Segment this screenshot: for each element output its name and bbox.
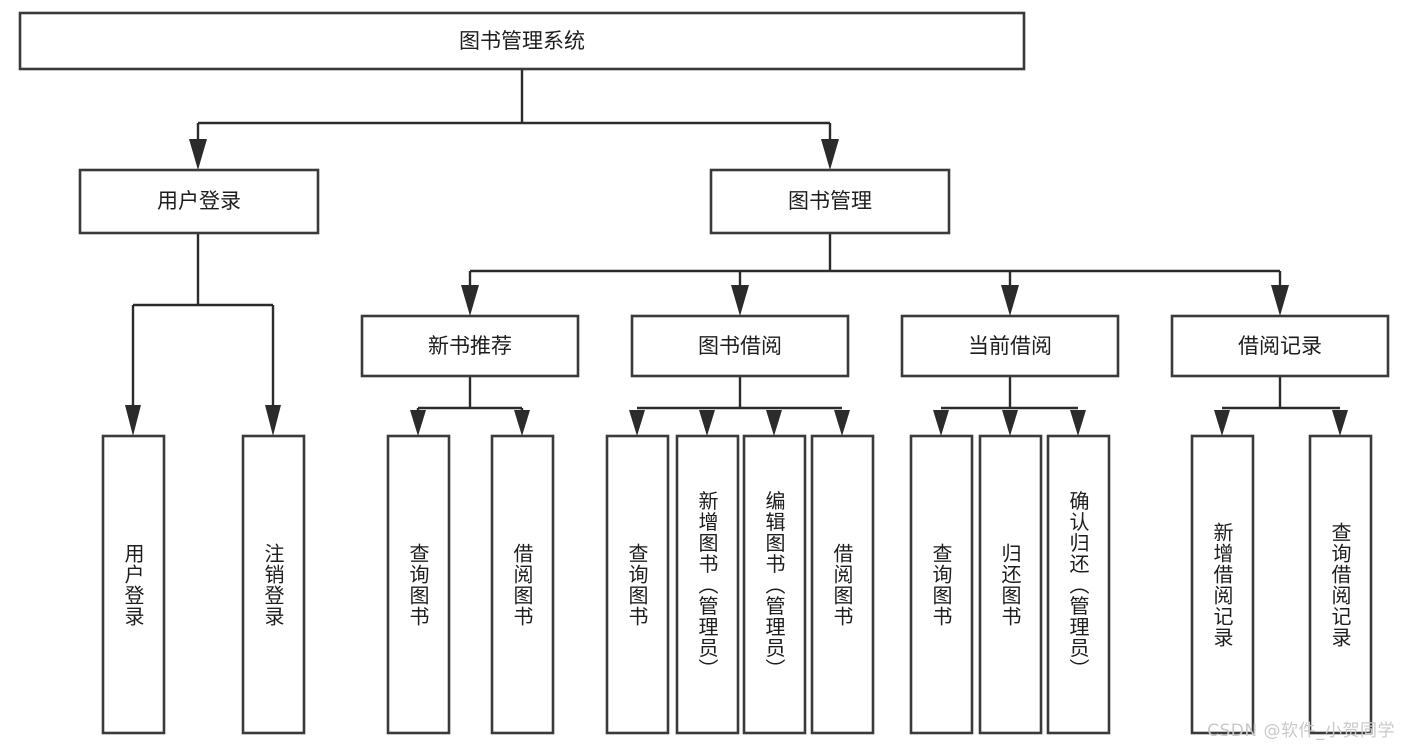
node-borrow-record-box[interactable] — [1170, 314, 1390, 378]
leaf-user-login-login-label: 用户登录 — [121, 543, 145, 627]
arrow-new-book — [461, 285, 479, 316]
leaf-new-book-query-label: 查询图书 — [406, 543, 430, 627]
node-new-book-recommend-box[interactable] — [360, 314, 580, 378]
arrow-user-login — [189, 139, 207, 170]
leaf-current-borrow-query-box[interactable] — [909, 434, 974, 735]
node-user-login-box[interactable] — [78, 168, 320, 235]
leaf-new-book-query-box[interactable] — [386, 434, 451, 735]
arrow-leaf-bb-1 — [629, 410, 645, 436]
arrow-leaf-bb-3 — [766, 410, 782, 436]
leaf-new-book-query[interactable]: 查询图书 — [386, 434, 451, 735]
node-root-system[interactable]: 图书管理系统 — [18, 11, 1026, 71]
leaf-borrow-record-query-label: 查询借阅记录 — [1328, 522, 1352, 648]
leaf-current-borrow-confirm[interactable]: 确认归还（管理员） — [1046, 434, 1111, 735]
arrow-leaf-br-2 — [1332, 410, 1348, 436]
node-new-book-recommend-label: 新书推荐 — [428, 334, 512, 358]
leaf-book-borrow-borrow-box[interactable] — [810, 434, 875, 735]
leaf-borrow-record-add-label: 新增借阅记录 — [1210, 522, 1234, 648]
arrow-leaf-br-1 — [1214, 410, 1230, 436]
leaf-book-borrow-borrow-label: 借阅图书 — [830, 543, 854, 627]
leaf-book-borrow-borrow[interactable]: 借阅图书 — [810, 434, 875, 735]
node-book-borrow-label: 图书借阅 — [698, 334, 782, 358]
node-current-borrow[interactable]: 当前借阅 — [900, 314, 1120, 378]
node-user-login-label: 用户登录 — [157, 189, 241, 213]
node-borrow-record-label: 借阅记录 — [1238, 334, 1322, 358]
leaf-book-borrow-edit[interactable]: 编辑图书（管理员） — [742, 434, 807, 735]
node-book-manage[interactable]: 图书管理 — [709, 168, 951, 235]
arrow-leaf-nb-2 — [514, 410, 530, 436]
leaf-borrow-record-query-box[interactable] — [1308, 434, 1373, 735]
leaf-new-book-borrow-box[interactable] — [490, 434, 555, 735]
leaf-book-borrow-add-label: 新增图书（管理员） — [695, 490, 719, 679]
leaf-borrow-record-query[interactable]: 查询借阅记录 — [1308, 434, 1373, 735]
csdn-watermark: CSDN @软件_小贺同学 — [1207, 721, 1395, 741]
leaf-current-borrow-return-box[interactable] — [978, 434, 1043, 735]
leaf-current-borrow-return[interactable]: 归还图书 — [978, 434, 1043, 735]
node-book-borrow-box[interactable] — [630, 314, 850, 378]
leaf-book-borrow-query-label: 查询图书 — [625, 543, 649, 627]
leaf-user-login-logout[interactable]: 注销登录 — [241, 434, 306, 735]
arrow-leaf-nb-1 — [410, 410, 426, 436]
arrow-leaf-user-login — [125, 405, 141, 436]
node-book-manage-label: 图书管理 — [788, 189, 872, 213]
node-new-book-recommend[interactable]: 新书推荐 — [360, 314, 580, 378]
leaf-book-borrow-add-box[interactable] — [675, 434, 740, 735]
leaf-current-borrow-confirm-label: 确认归还（管理员） — [1066, 490, 1090, 679]
leaf-user-login-login-box[interactable] — [101, 434, 166, 735]
node-book-borrow[interactable]: 图书借阅 — [630, 314, 850, 378]
leaf-current-borrow-query-label: 查询图书 — [929, 543, 953, 627]
arrow-book-manage — [821, 139, 839, 170]
leaf-new-book-borrow[interactable]: 借阅图书 — [490, 434, 555, 735]
leaf-user-login-logout-label: 注销登录 — [261, 543, 285, 627]
node-borrow-record[interactable]: 借阅记录 — [1170, 314, 1390, 378]
node-current-borrow-box[interactable] — [900, 314, 1120, 378]
leaf-borrow-record-add-box[interactable] — [1190, 434, 1255, 735]
arrow-leaf-logout — [265, 405, 281, 436]
node-current-borrow-label: 当前借阅 — [968, 334, 1052, 358]
leaf-book-borrow-edit-label: 编辑图书（管理员） — [762, 490, 786, 679]
arrow-leaf-bb-4 — [834, 410, 850, 436]
leaf-current-borrow-query[interactable]: 查询图书 — [909, 434, 974, 735]
leaf-user-login-logout-box[interactable] — [241, 434, 306, 735]
leaf-current-borrow-confirm-box[interactable] — [1046, 434, 1111, 735]
node-root-label: 图书管理系统 — [459, 29, 585, 53]
leaf-book-borrow-add[interactable]: 新增图书（管理员） — [675, 434, 740, 735]
arrow-current-borrow — [1001, 285, 1019, 316]
arrow-book-borrow — [731, 285, 749, 316]
node-root-box[interactable] — [18, 11, 1026, 71]
leaf-user-login-login[interactable]: 用户登录 — [101, 434, 166, 735]
node-user-login[interactable]: 用户登录 — [78, 168, 320, 235]
leaf-borrow-record-add[interactable]: 新增借阅记录 — [1190, 434, 1255, 735]
leaf-current-borrow-return-label: 归还图书 — [998, 543, 1022, 627]
connectors-group — [125, 69, 1348, 436]
leaf-book-borrow-query[interactable]: 查询图书 — [605, 434, 670, 735]
leaf-book-borrow-query-box[interactable] — [605, 434, 670, 735]
arrow-leaf-bb-2 — [699, 410, 715, 436]
leaf-new-book-borrow-label: 借阅图书 — [510, 543, 534, 627]
arrow-leaf-cb-3 — [1070, 410, 1086, 436]
arrow-borrow-record — [1271, 285, 1289, 316]
arrow-leaf-cb-2 — [1002, 410, 1018, 436]
leaf-book-borrow-edit-box[interactable] — [742, 434, 807, 735]
node-book-manage-box[interactable] — [709, 168, 951, 235]
arrow-leaf-cb-1 — [933, 410, 949, 436]
